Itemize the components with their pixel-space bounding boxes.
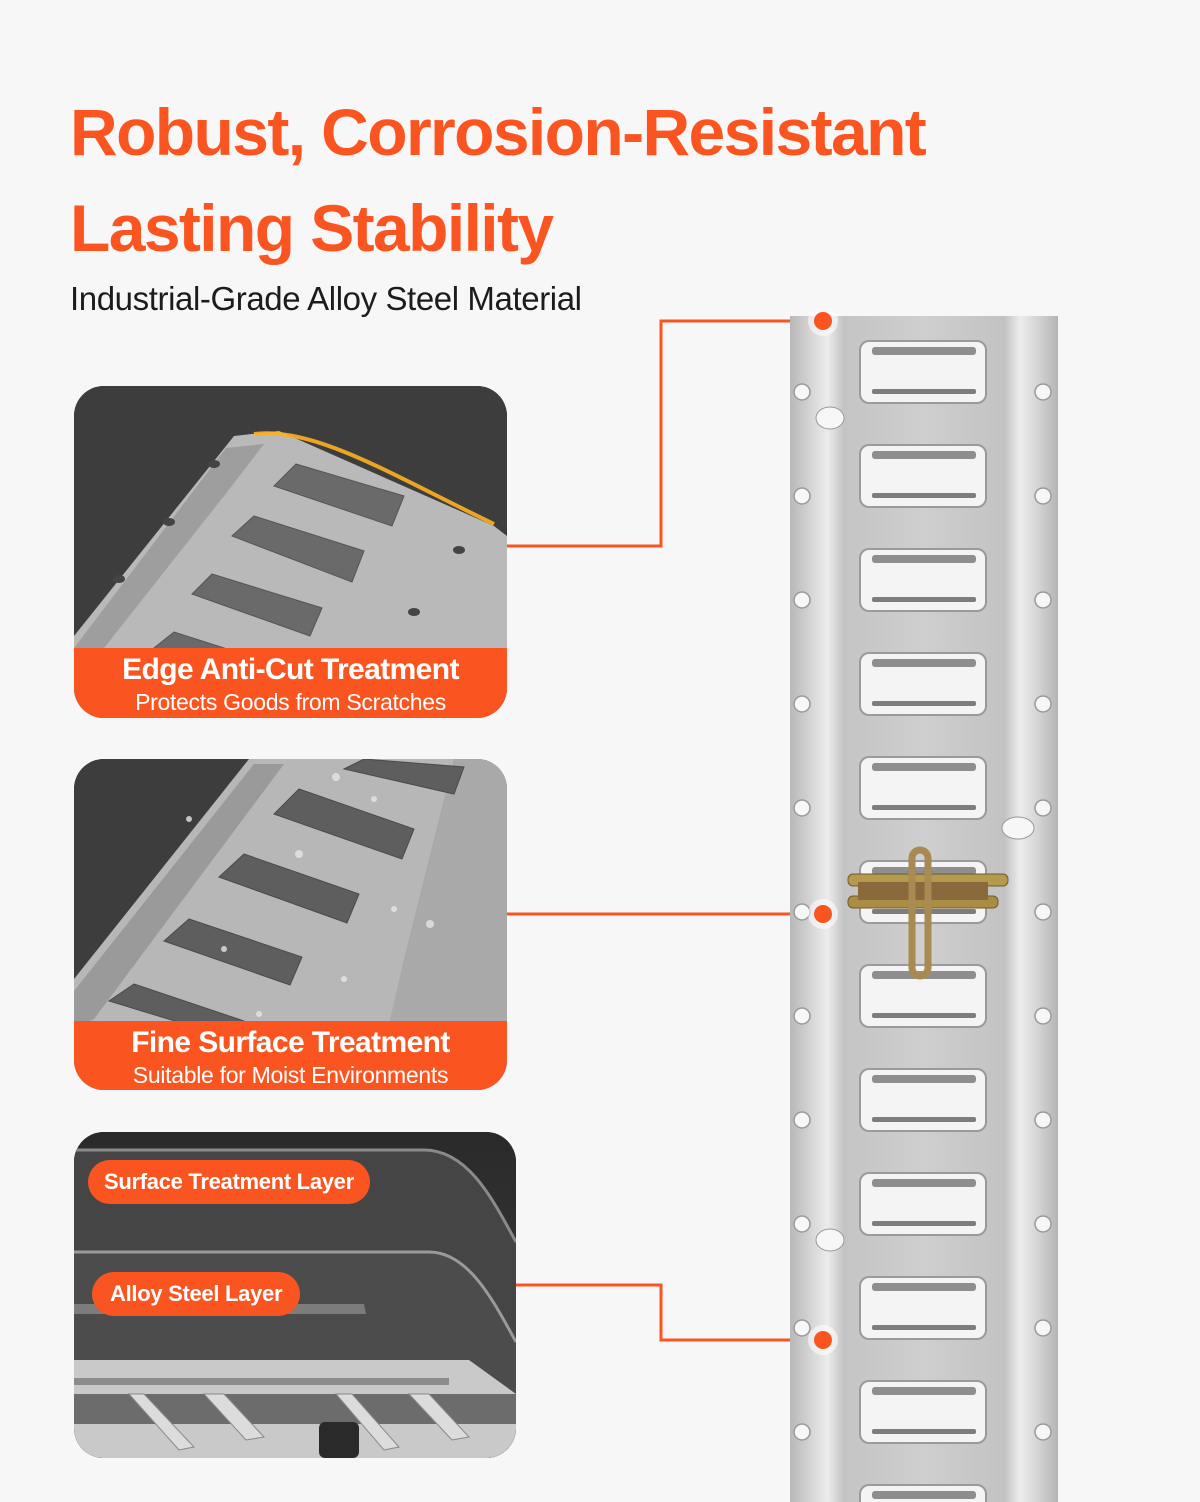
feature-subtitle: Protects Goods from Scratches (135, 689, 446, 715)
e-track-fitting (847, 846, 1009, 980)
e-track-rail-image (790, 312, 1058, 1502)
feature-card-layers: Surface Treatment Layer Alloy Steel Laye… (74, 1132, 516, 1458)
layer-label-surface: Surface Treatment Layer (88, 1160, 370, 1204)
feature-card-fine-surface: Fine Surface Treatment Suitable for Mois… (74, 759, 507, 1090)
title-line-1: Robust, Corrosion-Resistant (70, 95, 927, 169)
layer-label-alloy: Alloy Steel Layer (92, 1272, 301, 1316)
page-title: Robust, Corrosion-Resistant Lasting Stab… (70, 84, 927, 276)
feature-caption: Fine Surface Treatment Suitable for Mois… (74, 1021, 507, 1090)
feature-subtitle: Suitable for Moist Environments (132, 1062, 449, 1088)
feature-caption: Edge Anti-Cut Treatment Protects Goods f… (74, 648, 507, 718)
feature-card-edge-anti-cut: Edge Anti-Cut Treatment Protects Goods f… (74, 386, 507, 718)
feature-title: Fine Surface Treatment (131, 1026, 450, 1059)
page-subtitle: Industrial-Grade Alloy Steel Material (70, 280, 582, 317)
feature-title: Edge Anti-Cut Treatment (122, 653, 459, 686)
title-line-2: Lasting Stability (70, 191, 554, 265)
